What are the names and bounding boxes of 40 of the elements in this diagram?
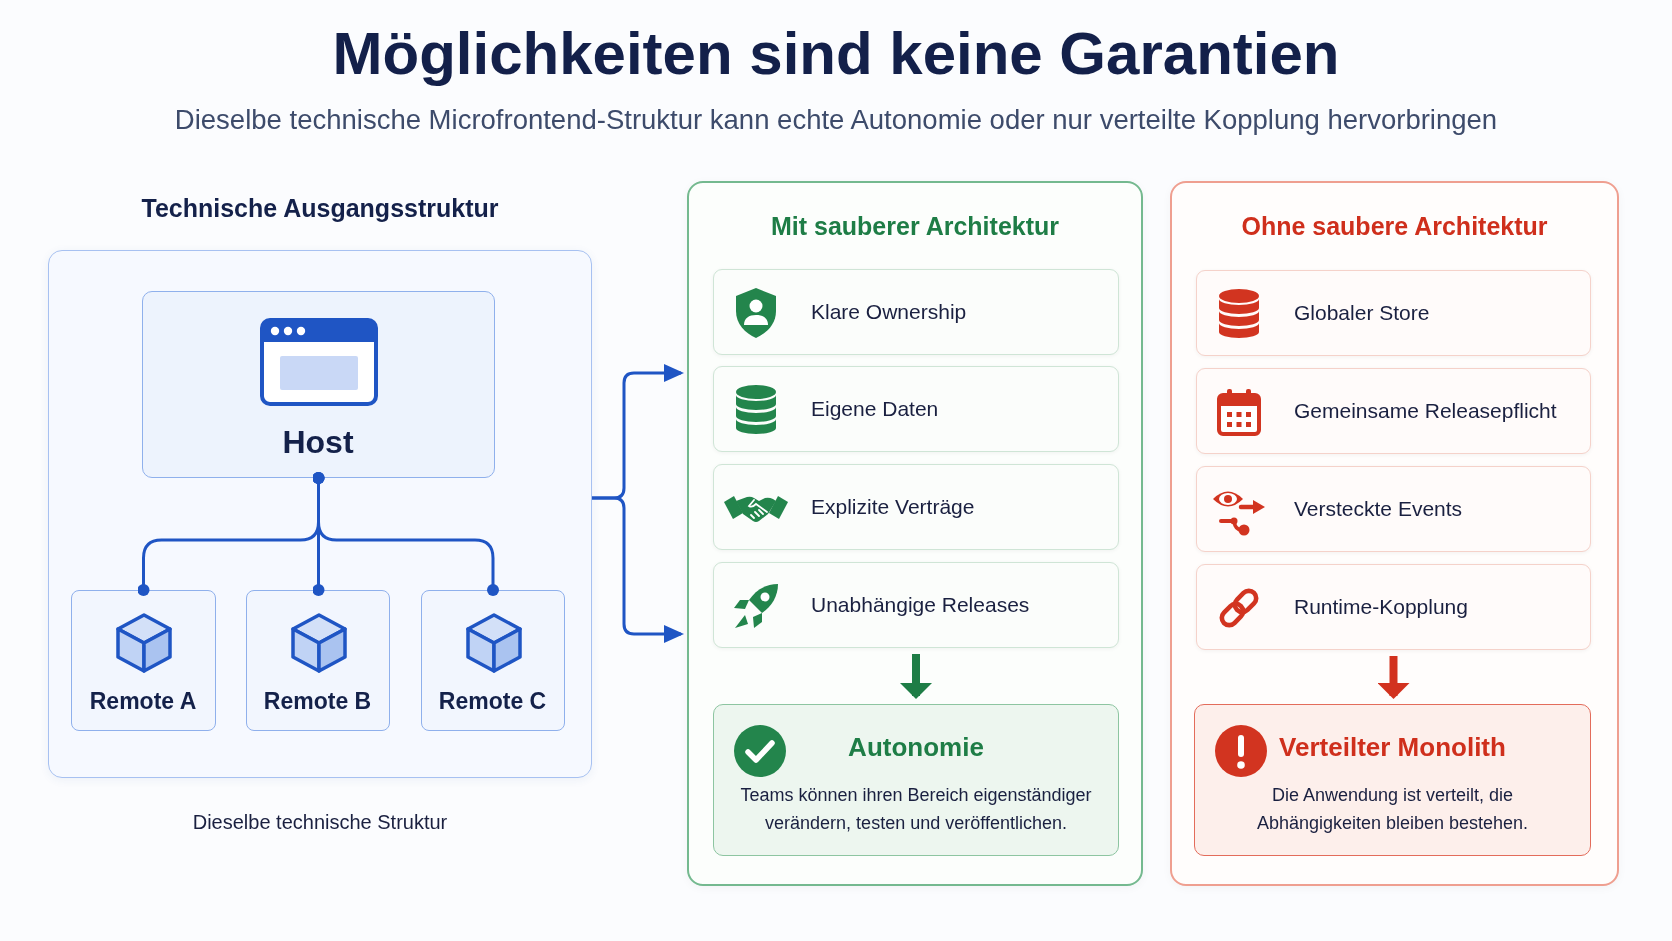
card-label: Gemeinsame Releasepflicht	[1294, 398, 1557, 424]
feature-card	[713, 269, 1119, 355]
feature-card	[1196, 466, 1591, 552]
card-label: Explizite Verträge	[811, 494, 975, 520]
result-description: Teams können ihren Bereich eigenständiger verändern, testen und veröffentlichen.	[739, 784, 1093, 835]
subtitle: Dieselbe technische Microfrontend-Struktur kann echte Autonomie oder nur verteilte Kopplung hervorbringen	[174, 103, 1498, 137]
outcome-panel	[1170, 181, 1619, 886]
result-description: Die Anwendung ist verteilt, die Abhängigkeiten bleiben bestehen.	[1255, 784, 1530, 835]
feature-card	[713, 366, 1119, 452]
node-label: Host	[282, 422, 354, 461]
panel-heading: Mit sauberer Architektur	[771, 211, 1059, 242]
connector-line	[312, 472, 499, 596]
card-label: Globaler Store	[1294, 300, 1430, 326]
node-label: Remote A	[89, 686, 197, 715]
feature-card	[713, 562, 1119, 648]
feature-card	[1196, 368, 1591, 454]
diagram-title: Möglichkeiten sind keine Garantien	[332, 20, 1340, 88]
feature-card	[1196, 270, 1591, 356]
node-label: Remote C	[438, 686, 547, 715]
panel-heading: Ohne saubere Architektur	[1241, 211, 1548, 242]
card-label: Runtime-Kopplung	[1294, 594, 1468, 620]
section-heading: Technische Ausgangsstruktur	[141, 193, 499, 224]
outcome-panel	[687, 181, 1143, 886]
card-label: Eigene Daten	[811, 396, 939, 422]
feature-card	[713, 464, 1119, 550]
arrow	[592, 496, 684, 643]
remote-box	[245, 589, 390, 731]
card-label: Klare Ownership	[811, 299, 967, 325]
node-label: Remote B	[263, 686, 372, 715]
result-box	[1194, 704, 1591, 856]
card-label: Versteckte Events	[1294, 496, 1463, 522]
feature-card	[1196, 564, 1591, 650]
result-heading: Autonomie	[848, 731, 984, 763]
remote-box	[420, 589, 565, 731]
card-label: Unabhängige Releases	[811, 592, 1030, 618]
remote-box	[70, 589, 216, 731]
result-heading: Verteilter Monolith	[1279, 731, 1506, 763]
caption-text: Dieselbe technische Struktur	[192, 810, 448, 835]
host-box	[141, 290, 495, 478]
result-box	[713, 704, 1119, 856]
